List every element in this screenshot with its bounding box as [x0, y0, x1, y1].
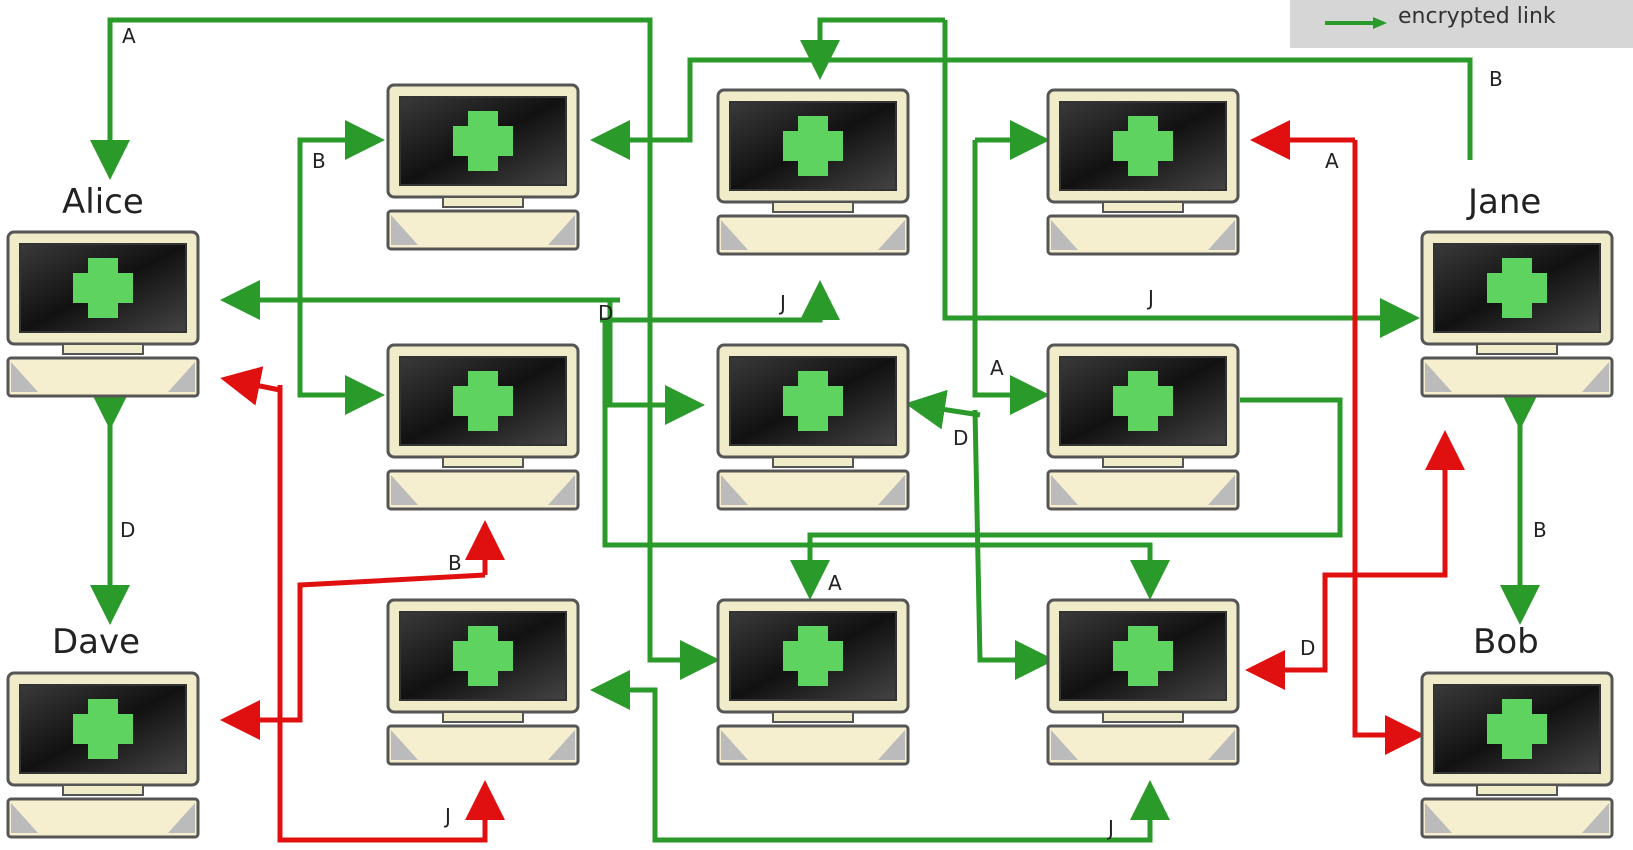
computer-relay-7	[386, 598, 580, 766]
link-label: B	[312, 149, 326, 173]
red-links	[220, 120, 1465, 843]
link-j-center	[600, 280, 840, 323]
computer-relay-2	[716, 88, 910, 256]
computer-alice	[6, 230, 200, 398]
link-label: A	[122, 24, 136, 48]
link-b-top	[590, 57, 1473, 160]
link-label: B	[1533, 518, 1547, 542]
link-label: J	[1146, 286, 1154, 310]
red-a-down	[1352, 140, 1425, 755]
link-d-mid-back	[905, 389, 981, 430]
node-label-bob: Bob	[1473, 622, 1539, 662]
link-j-jane	[942, 20, 1420, 338]
computers	[6, 83, 1614, 839]
computer-relay-3	[1046, 88, 1240, 256]
computer-relay-1	[386, 83, 580, 251]
red-b-left	[220, 572, 486, 740]
link-label: D	[1300, 636, 1315, 660]
link-label: J	[778, 291, 786, 315]
computer-relay-8	[716, 598, 910, 766]
link-d-center	[607, 300, 705, 425]
computer-relay-5	[716, 343, 910, 511]
red-alice-in	[220, 366, 281, 406]
link-label: D	[120, 518, 135, 542]
computer-relay-4	[386, 343, 580, 511]
link-label: A	[1325, 149, 1339, 173]
link-a-right-top	[972, 140, 1050, 415]
legend-arrow-icon	[1325, 17, 1387, 29]
link-d-mid	[972, 409, 1055, 680]
legend-label: encrypted link	[1398, 4, 1556, 29]
link-label: B	[1489, 67, 1503, 91]
node-label-alice: Alice	[62, 182, 144, 222]
link-label: B	[448, 551, 462, 575]
link-label: D	[953, 426, 968, 450]
computer-bob	[1420, 671, 1614, 839]
computer-relay-9	[1046, 598, 1240, 766]
link-right-loop	[790, 397, 1343, 600]
link-label: J	[443, 804, 451, 828]
link-labels: A B B A J D J A D D B A D B J J	[120, 24, 1547, 840]
computer-jane	[1420, 230, 1614, 398]
red-d-right	[1245, 550, 1448, 690]
link-a-top	[90, 17, 653, 280]
link-a-down	[647, 280, 720, 680]
red-j-bottom	[277, 385, 505, 843]
link-center-down	[602, 320, 1170, 600]
link-label: A	[990, 356, 1004, 380]
node-label-dave: Dave	[52, 622, 140, 662]
node-label-jane: Jane	[1466, 182, 1541, 222]
computer-relay-6	[1046, 343, 1240, 511]
link-label: D	[598, 301, 613, 325]
link-j-top	[800, 17, 945, 80]
green-links	[90, 17, 1540, 843]
link-b-left	[297, 137, 385, 415]
link-label: A	[828, 571, 842, 595]
link-label: J	[1106, 816, 1114, 840]
computer-dave	[6, 671, 200, 839]
